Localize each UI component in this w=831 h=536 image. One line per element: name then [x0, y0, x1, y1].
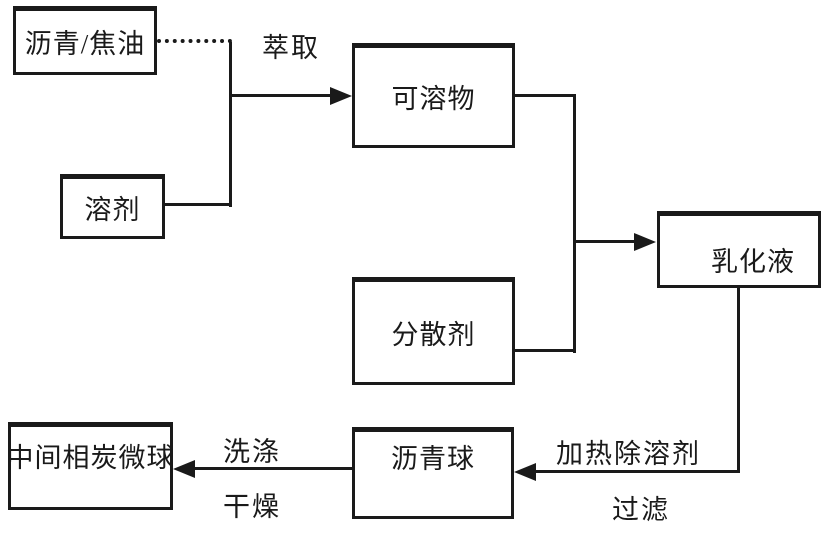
edge-soluble-out	[514, 94, 576, 97]
edge-to-soluble	[231, 94, 332, 97]
edge-to-microbeads	[195, 467, 352, 470]
edge-merge-vertical	[229, 42, 232, 207]
label-heat-remove-solvent: 加热除溶剂	[556, 439, 701, 469]
node-dispersant: 分散剂	[352, 277, 515, 385]
node-pitch-spheres: 沥青球	[352, 427, 514, 519]
edge-dispersant-out	[514, 349, 575, 352]
edge-to-emulsion	[575, 240, 636, 243]
edge-to-pitch-spheres	[536, 470, 739, 473]
label-extraction: 萃取	[262, 33, 320, 63]
arrowhead-into-soluble	[330, 87, 352, 105]
edge-pitch-tar-dotted	[157, 39, 232, 43]
edge-emulsion-down	[737, 288, 740, 473]
node-solvent: 溶剂	[60, 174, 165, 239]
edge-solvent-horizontal	[165, 203, 232, 206]
label-washing: 洗涤	[223, 437, 281, 467]
arrowhead-into-pitch-spheres	[514, 463, 536, 481]
node-soluble-matter: 可溶物	[352, 43, 515, 148]
node-emulsion: 乳化液	[657, 211, 821, 288]
arrowhead-into-microbeads	[173, 460, 195, 478]
label-filtration: 过滤	[612, 495, 670, 525]
label-drying: 干燥	[223, 492, 281, 522]
node-pitch-tar: 沥青/焦油	[13, 6, 157, 75]
node-mesocarbon-microbeads: 中间相炭微球	[7, 422, 174, 510]
edge-mix-vertical	[573, 94, 576, 353]
arrowhead-into-emulsion	[634, 233, 656, 251]
